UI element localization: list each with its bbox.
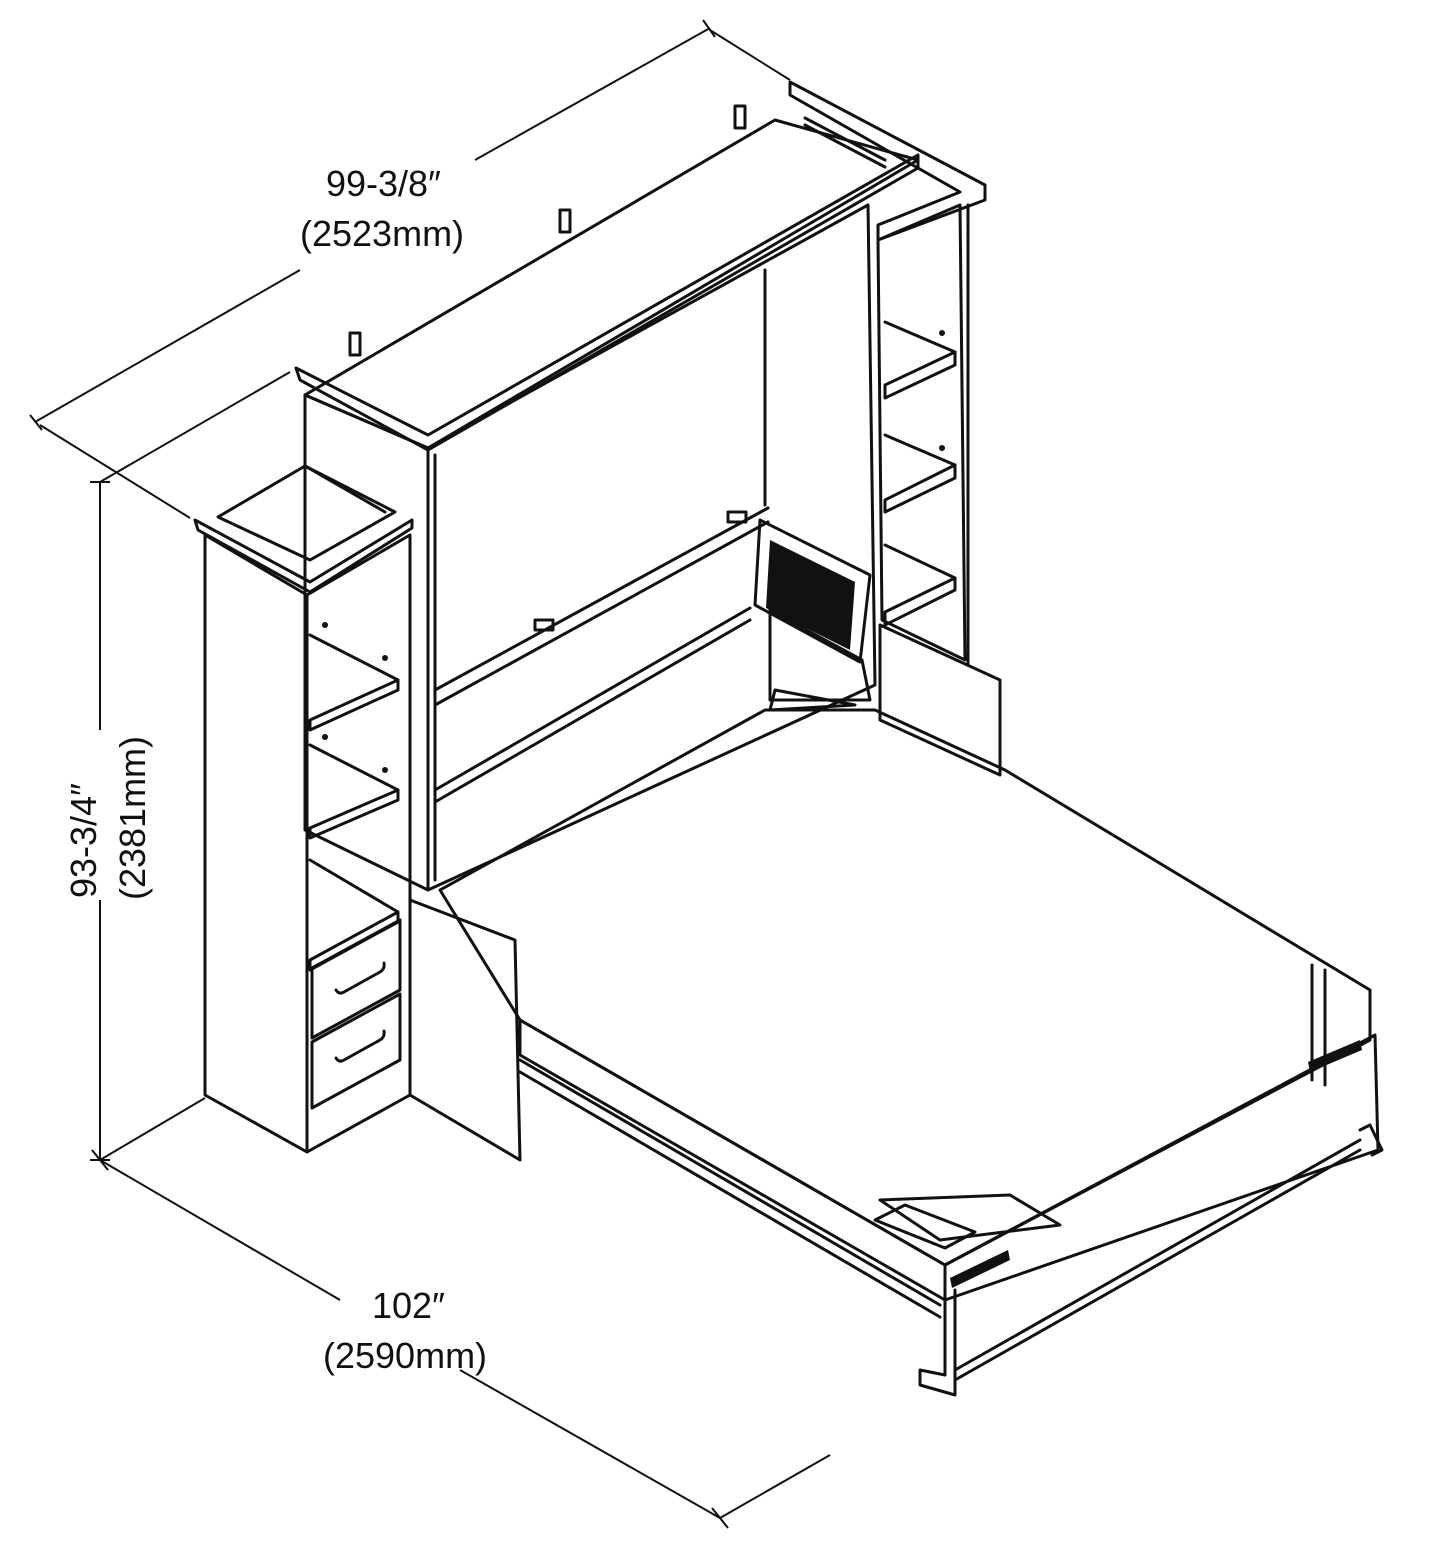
bed-platform <box>438 708 1384 1397</box>
width-dimension: 99-3/8″ (2523mm) <box>29 19 791 519</box>
depth-dimension: 102″ (2590mm) <box>91 1097 831 1529</box>
height-metric-label: (2381mm) <box>112 736 153 900</box>
depth-imperial-label: 102″ <box>372 1285 445 1326</box>
width-imperial-label: 99-3/8″ <box>326 163 441 204</box>
left-storage-tower <box>193 464 522 1162</box>
right-storage-tower <box>876 203 1002 777</box>
height-imperial-label: 93-3/4″ <box>63 783 104 898</box>
depth-metric-label: (2590mm) <box>323 1335 487 1376</box>
width-metric-label: (2523mm) <box>300 213 464 254</box>
center-cabinet <box>294 80 987 892</box>
height-dimension: 93-3/4″ (2381mm) <box>63 371 291 1161</box>
